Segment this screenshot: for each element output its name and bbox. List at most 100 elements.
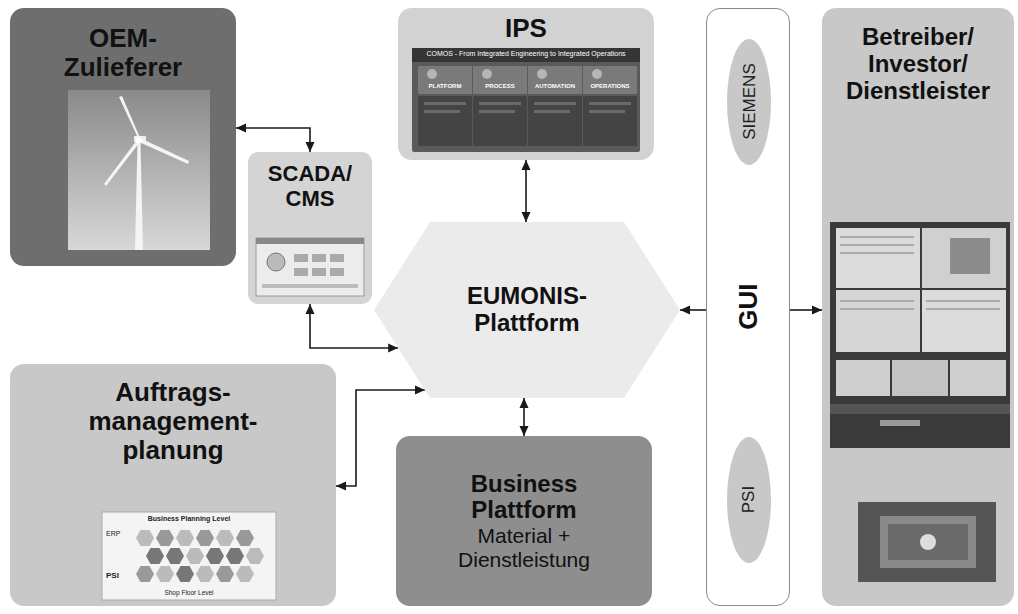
scada-screenshot-part: [256, 238, 364, 296]
screenshot-label: COMOS - From Integrated Engineering to I…: [414, 50, 638, 58]
planning-screenshot-part: [166, 548, 184, 564]
ips-screenshot-part: [473, 66, 527, 94]
ips-screenshot-part: [427, 69, 437, 79]
screenshot-label: Business Planning Level: [102, 515, 276, 523]
ips-screenshot-part: [479, 110, 515, 113]
control-room-photo-part: [926, 308, 1000, 310]
control-room-photo-part: [840, 308, 914, 310]
ips-screenshot-part: [583, 66, 637, 94]
scada-screenshot-part: [262, 284, 358, 288]
ips-screenshot-part: [482, 69, 492, 79]
ips-screenshot-part: [424, 102, 466, 105]
planning-screenshot-part: [136, 566, 154, 582]
control-room-photo-part: [880, 420, 920, 426]
planning-screenshot-part: [236, 566, 254, 582]
planning-screenshot-part: [136, 530, 154, 546]
planning-screenshot-part: [146, 548, 164, 564]
control-room-photo-part: [950, 238, 990, 274]
ellipse-shape: [727, 437, 771, 563]
planning-screenshot-part: [196, 566, 214, 582]
node-title: IPS: [505, 14, 547, 43]
control-room-photo-part: [922, 290, 1006, 352]
wind-turbine-photo-part: [139, 138, 189, 164]
wind-turbine-photo-part: [136, 137, 142, 143]
screenshot-label: PLATFORM: [418, 83, 472, 90]
control-room-photo-part: [840, 244, 914, 246]
control-room-photo-part: [922, 228, 1006, 288]
device-photo-part: [858, 502, 996, 582]
screenshot-label: PSI: [106, 572, 119, 581]
planning-screenshot-part: [226, 548, 244, 564]
planning-screenshot-part: [176, 566, 194, 582]
control-room-photo-part: [892, 360, 948, 396]
node-title: OEM- Zulieferer: [48, 24, 198, 82]
planning-screenshot-part: [216, 530, 234, 546]
planning-screenshot-part: [186, 548, 204, 564]
node-title: SCADA/ CMS: [260, 162, 360, 211]
scada-screenshot-part: [294, 254, 308, 262]
device-photo-part: [888, 524, 968, 560]
band-title: GUI: [733, 284, 762, 330]
wind-turbine-photo-part: [104, 140, 140, 186]
control-room-photo-part: [950, 360, 1006, 396]
vendor-name: PSI: [739, 486, 758, 513]
wind-turbine-photo-part: [68, 90, 210, 250]
scada-screenshot-part: [267, 253, 285, 271]
node-title: EUMONIS- Plattform: [447, 283, 607, 337]
operator-box: Betreiber/ Investor/ Dienstleister: [822, 8, 1014, 606]
ips-screenshot-part: [528, 96, 582, 146]
control-room-photo-part: [840, 236, 914, 238]
scada-screenshot-part: [312, 254, 326, 262]
wind-turbine-photo-part: [135, 142, 143, 250]
screenshot-label: AUTOMATION: [528, 83, 582, 90]
double-arrow-connector: [236, 128, 310, 152]
wind-turbine-photo: [68, 90, 210, 250]
ips-screenshot-part: [537, 69, 547, 79]
screenshot-label: PROCESS: [473, 83, 527, 90]
planning-screenshot-part: [102, 512, 276, 600]
wind-turbine-photo-part: [119, 96, 141, 140]
platform-hexagon: EUMONIS- Plattform: [374, 222, 680, 398]
screenshot-label: ERP: [106, 530, 120, 538]
scada-screenshot-part: [330, 254, 344, 262]
ips-screenshot-part: [412, 48, 640, 62]
ips-screenshot-part: [418, 66, 472, 94]
control-room-photo-part: [840, 300, 914, 302]
planning-screenshot-part: [156, 566, 174, 582]
wind-turbine-photo-part: [134, 136, 146, 142]
control-room-photo-part: [926, 300, 1000, 302]
vendor-ellipse: SIEMENS: [727, 39, 771, 165]
ips-screenshot-part: [528, 66, 582, 94]
scada-box: SCADA/ CMS: [248, 152, 372, 304]
business-box: Business PlattformMaterial + Dienstleist…: [396, 436, 652, 606]
ellipse-shape: [727, 39, 771, 165]
control-room-photo-part: [830, 222, 1010, 448]
gui-band: GUI SIEMENS PSI: [706, 8, 790, 606]
planning-screenshot-part: [216, 566, 234, 582]
node-title: Business Plattform: [459, 471, 589, 525]
node-title: Betreiber/ Investor/ Dienstleister: [836, 24, 1001, 105]
ips-screenshot-part: [534, 102, 576, 105]
vendor-name: SIEMENS: [739, 64, 758, 141]
device-photo: [858, 502, 996, 582]
node-title: Auftrags- management- planung: [83, 378, 263, 465]
ips-screenshot: [412, 48, 640, 152]
screenshot-label: OPERATIONS: [583, 83, 637, 90]
device-photo-part: [880, 516, 976, 568]
scada-screenshot-part: [330, 268, 344, 276]
double-arrow-connector: [680, 309, 706, 311]
hexagon-shape: [374, 222, 680, 398]
planning-screenshot-part: [246, 548, 264, 564]
ips-screenshot-part: [583, 96, 637, 146]
ips-screenshot-part: [592, 69, 602, 79]
ips-screenshot-part: [412, 48, 640, 152]
scada-screenshot: [256, 238, 364, 296]
double-arrow-connector: [525, 160, 527, 222]
control-room-photo-part: [836, 228, 920, 288]
node-body: Material + Dienstleistung: [444, 524, 604, 571]
planning-screenshot-part: [156, 530, 174, 546]
planning-box: Auftrags- management- planung: [10, 364, 336, 606]
ips-screenshot-part: [473, 96, 527, 146]
planning-screenshot-part: [176, 530, 194, 546]
